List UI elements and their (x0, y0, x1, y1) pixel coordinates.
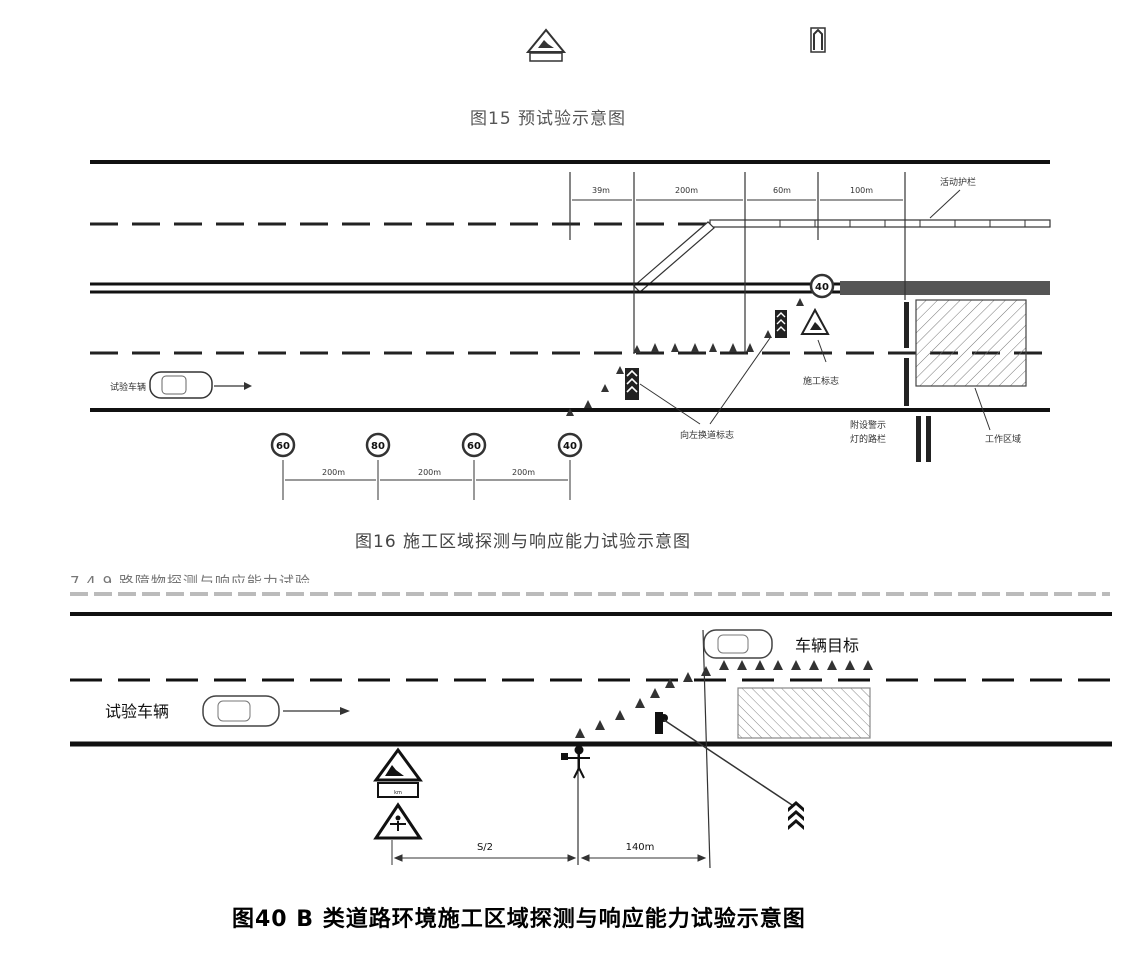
traffic-cones (566, 298, 804, 416)
target-vehicle-label: 车辆目标 (795, 636, 859, 655)
traffic-cones-fig40 (575, 660, 873, 738)
sign-plate-text: km (394, 790, 402, 796)
road-work-warning-sign (373, 747, 423, 798)
svg-text:60: 60 (276, 441, 290, 452)
barrier-label-line2: 灯的路栏 (850, 433, 886, 445)
target-vehicle-icon (703, 629, 773, 659)
movable-guardrail (633, 219, 1051, 293)
dim-200m-b3: 200m (512, 468, 535, 477)
lighted-barrier (904, 302, 909, 406)
dim-200m-top: 200m (675, 186, 698, 195)
speed-limit-40-sign: 40 (809, 273, 835, 299)
dim-140m: 140m (626, 842, 655, 853)
svg-text:80: 80 (371, 441, 385, 452)
svg-text:40: 40 (815, 282, 829, 293)
barrier-label-line1: 附设警示 (850, 419, 886, 431)
svg-text:60: 60 (467, 441, 481, 452)
fig40-diagram: 车辆目标 试验车辆 (70, 612, 1112, 869)
barrier-icon (916, 416, 931, 462)
svg-text:40: 40 (563, 441, 577, 452)
work-zone-fig40 (737, 687, 871, 739)
guardrail-pointer (929, 189, 961, 219)
lane-merge-sign-icon (810, 27, 826, 53)
lane-sign-pointer-a (639, 383, 701, 425)
speed-sign-60-a: 60 (270, 432, 296, 458)
work-zone-pointer (974, 387, 991, 431)
dim-100m: 100m (850, 186, 873, 195)
construction-sign-icon (525, 28, 567, 62)
clipped-text-strip (70, 592, 1110, 596)
bottom-dimension-lines (282, 460, 571, 500)
flagger-warning-sign (373, 802, 423, 840)
fig15-caption: 图15 预试验示意图 (470, 109, 627, 129)
lane-change-sign-post (655, 712, 793, 806)
dim-60m: 60m (773, 186, 791, 195)
work-zone-label: 工作区域 (985, 433, 1021, 445)
dim-200m-b2: 200m (418, 468, 441, 477)
test-vehicle-label-fig40: 试验车辆 (105, 702, 169, 721)
test-vehicle-icon-fig40 (202, 695, 350, 727)
dim-200m-b1: 200m (322, 468, 345, 477)
lane-sign-label: 向左换道标志 (680, 429, 734, 441)
dim-39m: 39m (592, 186, 610, 195)
fig40-dimension-lines (391, 840, 707, 865)
median-blocked-segment (840, 281, 1050, 295)
work-zone (915, 299, 1027, 387)
construction-sign-label: 施工标志 (803, 375, 839, 387)
lane-sign-pointer-b (709, 337, 771, 425)
speed-sign-40: 40 (557, 432, 583, 458)
construction-warning-sign (800, 307, 830, 335)
flagger-person-icon (561, 745, 590, 779)
fig16-caption: 图16 施工区域探测与响应能力试验示意图 (355, 532, 692, 552)
reference-lines (569, 172, 906, 354)
speed-sign-60-b: 60 (461, 432, 487, 458)
dim-s2: S/2 (477, 842, 493, 853)
speed-sign-80: 80 (365, 432, 391, 458)
fig40-caption: 图40 B 类道路环境施工区域探测与响应能力试验示意图 (232, 907, 806, 932)
test-vehicle-icon-fig16 (149, 371, 252, 399)
top-fragment-icons (525, 27, 826, 62)
fig16-diagram: 39m 200m 60m 100m 活动护栏 40 (90, 160, 1051, 500)
construction-sign-pointer (817, 339, 827, 363)
section-heading: 7.4.9 路障物探测与响应能力试验 (70, 573, 311, 583)
test-vehicle-label-fig16: 试验车辆 (110, 381, 146, 393)
guardrail-label: 活动护栏 (940, 176, 976, 188)
left-lane-change-sign (625, 368, 639, 400)
left-lane-change-sign-2 (775, 310, 787, 338)
chevron-stack-icon (788, 801, 804, 830)
